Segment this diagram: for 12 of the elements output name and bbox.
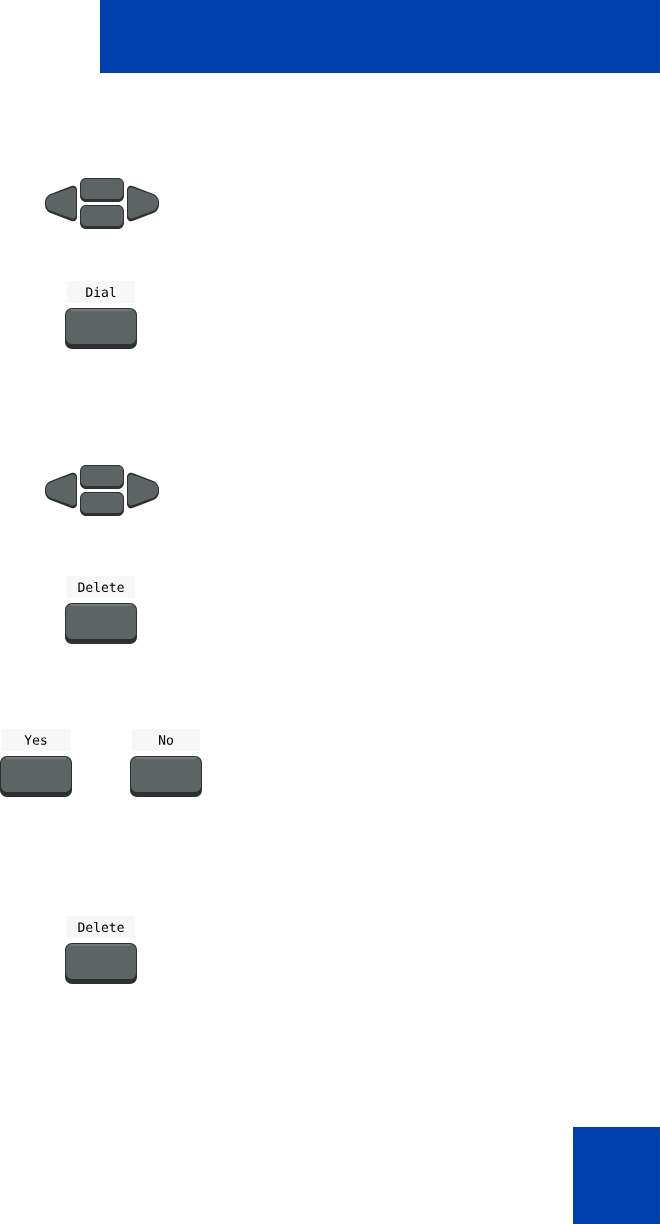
navigation-key-drawing: [45, 465, 159, 516]
node-label: Dial: [86, 286, 116, 298]
soft-key: Delete: [65, 916, 137, 984]
soft-key: No: [130, 729, 202, 797]
soft-key: Delete: [65, 576, 137, 644]
soft-key: Yes: [0, 729, 72, 797]
navigation-key-drawing: [45, 178, 159, 229]
soft-key: Dial: [65, 281, 137, 349]
node-label: No: [159, 735, 173, 745]
node-label: Delete: [78, 921, 124, 933]
node-label: Yes: [24, 735, 47, 745]
node-label: Delete: [78, 581, 124, 593]
